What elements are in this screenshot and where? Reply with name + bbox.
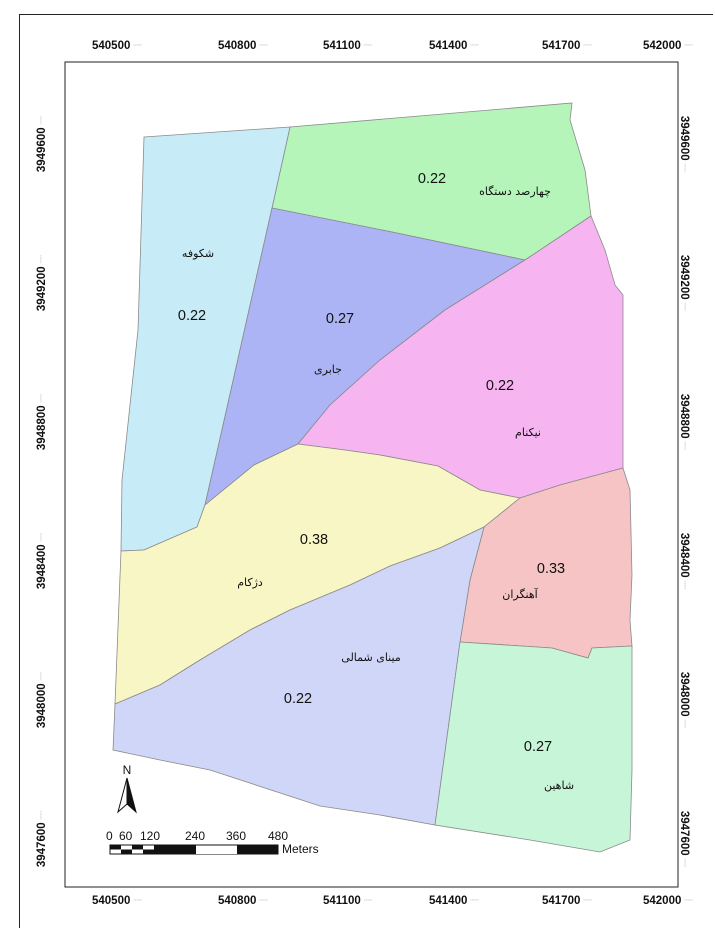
scale-seg-6 [196, 849, 237, 854]
zone-value-jaberi: 0.27 [326, 311, 354, 327]
zone-value-shekoufeh: 0.22 [178, 308, 206, 324]
scale-label-60: 60 [119, 829, 133, 843]
zone-name-ahangaran: آهنگران [502, 587, 538, 601]
zone-value-shahin: 0.27 [524, 739, 552, 755]
zone-name-shekoufeh: شکوفه [182, 247, 214, 260]
scale-seg-1 [110, 845, 121, 850]
scale-label-120: 120 [140, 829, 161, 843]
zone-shahin[interactable] [434, 641, 633, 853]
x-tick-top-541700: 541700″″″″″″ [542, 40, 592, 52]
x-tick-bottom-542000: 542000″″″″″″ [643, 895, 693, 907]
zone-value-minaye-shomali: 0.22 [284, 691, 312, 707]
scale-unit-label: Meters [282, 842, 319, 856]
zone-name-jaberi: جابری [314, 363, 342, 376]
zone-name-shahin: شاهین [544, 779, 574, 792]
zone-name-niknam: نیکنام [515, 426, 541, 439]
x-tick-bottom-541400: 541400″″″″″″ [429, 895, 479, 907]
zone-name-dezhkam: دژکام [237, 576, 263, 589]
scale-seg-5 [154, 845, 196, 854]
scale-seg-7 [237, 845, 278, 854]
zone-value-dezhkam: 0.38 [300, 532, 328, 548]
x-tick-bottom-540800: 540800″″″″″″ [218, 895, 268, 907]
zone-value-ahangaran: 0.33 [537, 561, 565, 577]
x-tick-top-540500: 540500″″″″″″ [92, 40, 142, 52]
scale-label-360: 360 [226, 829, 247, 843]
scale-label-480: 480 [268, 829, 289, 843]
x-tick-top-540800: 540800″″″″″″ [218, 40, 268, 52]
x-tick-bottom-540500: 540500″″″″″″ [92, 895, 142, 907]
north-arrow-label: N [123, 763, 132, 777]
x-tick-bottom-541100: 541100″″″″″″ [323, 895, 373, 907]
zone-value-niknam: 0.22 [486, 378, 514, 394]
zone-value-chaharsad-dastgah: 0.22 [418, 171, 446, 187]
north-arrow-right-half [126, 777, 137, 814]
x-tick-bottom-541700: 541700″″″″″″ [542, 895, 592, 907]
zone-name-chaharsad-dastgah: چهارصد دستگاه [479, 185, 551, 198]
x-tick-top-542000: 542000″″″″″″ [643, 40, 693, 52]
x-tick-top-541400: 541400″″″″″″ [429, 40, 479, 52]
scale-label-0: 0 [106, 829, 113, 843]
scale-label-240: 240 [185, 829, 206, 843]
x-tick-top-541100: 541100″″″″″″ [323, 40, 373, 52]
scale-seg-3 [132, 845, 143, 850]
north-arrow: N [117, 763, 137, 814]
zone-name-minaye-shomali: مینای شمالی [341, 651, 401, 664]
scale-bar [109, 844, 279, 855]
scale-seg-2 [121, 849, 132, 854]
outer-frame [19, 14, 713, 928]
scale-seg-4 [143, 849, 154, 854]
